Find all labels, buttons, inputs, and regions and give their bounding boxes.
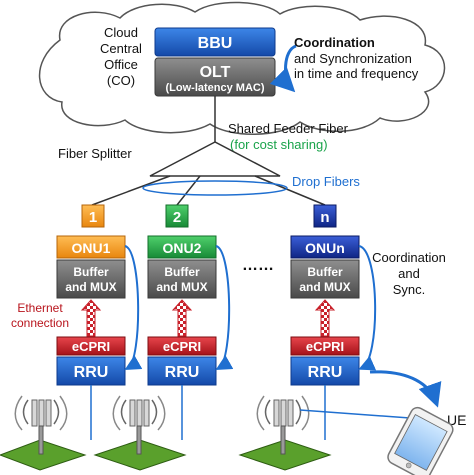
onun-label: ONUn — [305, 240, 345, 256]
ethernet-line-1: Ethernet — [17, 301, 63, 315]
buffer-n-line-2: and MUX — [299, 280, 350, 294]
ecpri-1-block — [56, 336, 126, 356]
coordination-bold: Coordination — [294, 35, 375, 50]
coord-loop-2 — [215, 245, 234, 371]
buffer-2-line-1: Buffer — [164, 265, 200, 279]
branch-2-number: 2 — [173, 209, 181, 226]
olt-label: OLT — [200, 64, 231, 81]
ethernet-arrow-1 — [80, 299, 102, 337]
office-line-2: Central — [100, 41, 142, 56]
buffer-1-line-2: and MUX — [65, 280, 116, 294]
buffer-mux-n — [290, 259, 360, 299]
coord-right-line-2: and — [398, 266, 420, 281]
ethernet-arrow-2 — [171, 299, 193, 337]
antenna-icon-2 — [112, 395, 166, 455]
branch-n-badge — [313, 204, 337, 228]
onu2-label: ONU2 — [163, 240, 202, 256]
coord-loop-1 — [124, 245, 143, 371]
buffer-2-line-2: and MUX — [156, 280, 207, 294]
ethernet-line-2: connection — [11, 316, 69, 330]
smartphone-icon — [387, 406, 454, 475]
ellipsis-dots: …… — [242, 257, 274, 274]
coord-right-line-3: Sync. — [393, 282, 426, 297]
bbu-block — [154, 27, 276, 57]
coord-loop-n — [358, 245, 377, 371]
office-line-1: Cloud — [104, 25, 138, 40]
ue-wireless-link — [299, 409, 411, 419]
antenna-icon-1 — [14, 395, 68, 455]
office-line-3: Office — [104, 57, 138, 72]
ecpri-2-label: eCPRI — [163, 339, 201, 354]
ecpri-2-block — [147, 336, 217, 356]
olt-sublabel: (Low-latency MAC) — [166, 82, 265, 94]
drop-fibers-ellipse — [142, 180, 288, 196]
coordination-line-1: and Synchronization — [294, 51, 412, 66]
ue-coordination-arrow — [369, 370, 442, 408]
buffer-1-line-1: Buffer — [73, 265, 109, 279]
office-line-4: (CO) — [107, 73, 135, 88]
ecpri-n-block — [290, 336, 360, 356]
feeder-label: Shared Feeder Fiber — [228, 121, 349, 136]
bbu-label: BBU — [198, 35, 233, 52]
ground-plates — [0, 439, 332, 471]
branch-1-number: 1 — [89, 209, 97, 226]
ethernet-arrow-n — [314, 299, 336, 337]
coord-right-line-1: Coordination — [372, 250, 446, 265]
branch-1-badge — [81, 204, 105, 228]
coordination-arrow — [269, 44, 297, 93]
buffer-mux-1 — [56, 259, 126, 299]
rru-1-label: RRU — [74, 364, 109, 381]
antenna-icon-n — [256, 395, 310, 455]
drop-fibers-label: Drop Fibers — [292, 174, 360, 189]
ecpri-1-label: eCPRI — [72, 339, 110, 354]
feeder-note: (for cost sharing) — [230, 137, 328, 152]
rru-2-label: RRU — [165, 364, 200, 381]
coordination-line-2: in time and frequency — [294, 66, 419, 81]
rru-n-block — [290, 356, 360, 386]
rru-n-label: RRU — [308, 364, 343, 381]
branch-2-badge — [165, 204, 189, 228]
ecpri-n-label: eCPRI — [306, 339, 344, 354]
buffer-n-line-1: Buffer — [307, 265, 343, 279]
splitter-label: Fiber Splitter — [58, 146, 132, 161]
onu1-label: ONU1 — [72, 240, 111, 256]
ue-label: UE — [447, 412, 466, 428]
branch-n-number: n — [320, 209, 329, 226]
buffer-mux-2 — [147, 259, 217, 299]
fiber-splitter-icon — [149, 141, 281, 177]
